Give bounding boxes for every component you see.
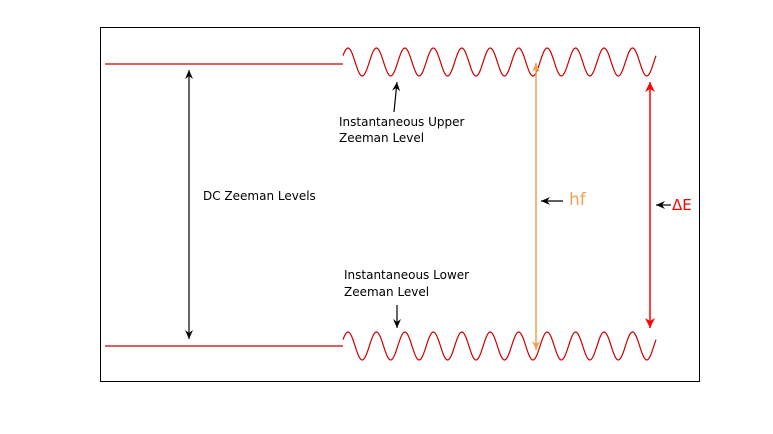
- upper-level-pointer-arrow: [392, 81, 401, 113]
- upper-instantaneous-level-wave: [342, 47, 657, 77]
- lower-level-label-line-1: Instantaneous Lower: [344, 268, 469, 282]
- lower-level-label-line-2: Zeeman Level: [344, 285, 429, 299]
- upper-level-label: Instantaneous Upper Zeeman Level: [339, 115, 468, 145]
- delta-e-label: ΔE: [672, 196, 692, 214]
- upper-level-label-line-2: Zeeman Level: [339, 131, 424, 145]
- upper-level-label-line-1: Instantaneous Upper: [339, 115, 465, 129]
- lower-level-label: Instantaneous Lower Zeeman Level: [344, 268, 473, 299]
- diagram-frame: [100, 27, 700, 382]
- hf-label: hf: [569, 190, 587, 210]
- lower-instantaneous-level-wave: [342, 331, 657, 361]
- dc-levels-label: DC Zeeman Levels: [203, 189, 316, 203]
